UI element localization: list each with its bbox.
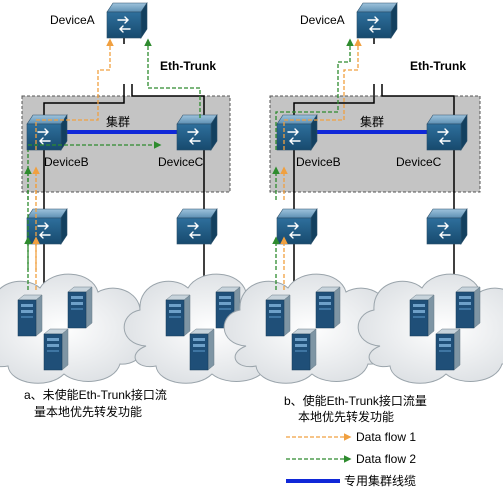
device-c-switch-icon xyxy=(176,114,218,151)
data-flow-1-path xyxy=(283,38,362,150)
legend-flow1-label: Data flow 1 xyxy=(356,430,416,444)
caption-a-line2: 量本地优先转发功能 xyxy=(34,404,142,419)
caption-a-line1: a、未使能Eth-Trunk接口流 xyxy=(24,387,167,402)
caption-b-line2: 本地优先转发功能 xyxy=(298,409,394,424)
server-icon xyxy=(17,294,43,337)
device-b-label: DeviceB xyxy=(296,155,341,169)
legend: Data flow 1 Data flow 2 专用集群线缆 xyxy=(286,430,416,488)
device-a-switch-icon xyxy=(106,2,148,39)
data-flow-2-path xyxy=(144,38,201,118)
server-icon xyxy=(291,328,317,371)
access-switch-left-icon xyxy=(26,208,68,245)
server-icon xyxy=(265,294,291,337)
cluster-label: 集群 xyxy=(106,114,130,129)
server-icon xyxy=(435,328,461,371)
legend-flow2-label: Data flow 2 xyxy=(356,452,416,466)
device-c-label: DeviceC xyxy=(158,155,204,169)
data-flow-2-path xyxy=(275,38,354,150)
eth-trunk-label: Eth-Trunk xyxy=(410,59,466,73)
device-b-label: DeviceB xyxy=(44,155,89,169)
server-icon xyxy=(67,286,93,329)
access-switch-left-icon xyxy=(276,208,318,245)
device-a-label: DeviceA xyxy=(50,13,95,27)
caption-b-line1: b、使能Eth-Trunk接口流量 xyxy=(284,393,427,408)
server-icon xyxy=(43,328,69,371)
panel-b: DeviceA Eth-Trunk 集群 DeviceB DeviceC b、使… xyxy=(223,2,503,424)
server-icon xyxy=(315,286,341,329)
device-c-label: DeviceC xyxy=(396,155,442,169)
server-icon xyxy=(409,294,435,337)
server-icon xyxy=(165,294,191,337)
access-switch-right-icon xyxy=(426,208,468,245)
device-a-switch-icon xyxy=(356,2,398,39)
eth-trunk-label: Eth-Trunk xyxy=(160,59,216,73)
server-icon xyxy=(189,328,215,371)
legend-cluster-cable-label: 专用集群线缆 xyxy=(344,473,416,488)
device-a-label: DeviceA xyxy=(300,13,345,27)
server-icon xyxy=(455,286,481,329)
panel-a: DeviceA Eth-Trunk 集群 DeviceB DeviceC a、未… xyxy=(0,2,297,419)
cluster-label: 集群 xyxy=(360,114,384,129)
device-c-switch-icon xyxy=(426,114,468,151)
access-switch-right-icon xyxy=(176,208,218,245)
